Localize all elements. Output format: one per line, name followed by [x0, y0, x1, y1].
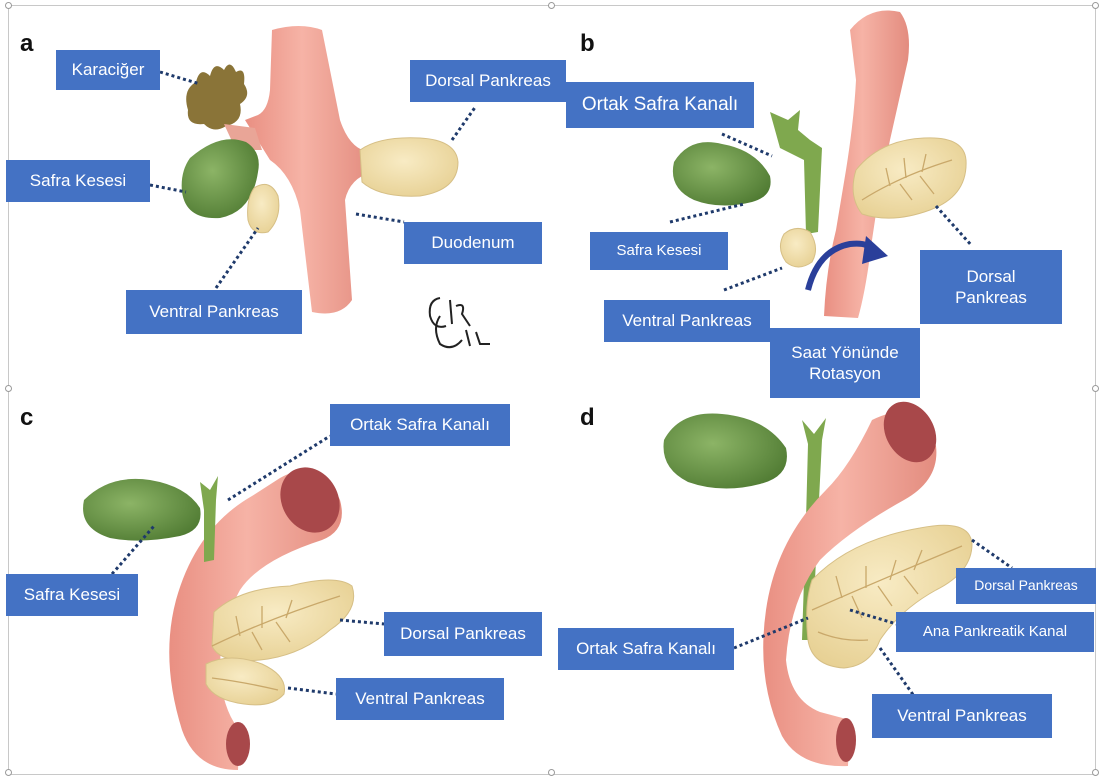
panel-a-dorsal-pancreas [360, 138, 458, 196]
label-b-ventral-pankreas: Ventral Pankreas [604, 300, 770, 342]
label-b-dorsal-line2: Pankreas [955, 287, 1027, 308]
label-c-ventral-pankreas: Ventral Pankreas [336, 678, 504, 720]
label-b-dorsal-line1: Dorsal [966, 266, 1015, 287]
panel-a-gallbladder [182, 139, 259, 218]
label-c-safra-kesesi: Safra Kesesi [6, 574, 138, 616]
panel-a-ventral-pancreas [248, 184, 279, 232]
panel-a-liver-bud [186, 64, 247, 129]
artist-signature [430, 298, 490, 347]
panel-d-gallbladder [664, 414, 787, 489]
panel-b-bile-duct [770, 110, 822, 234]
label-b-rotation-line2: Rotasyon [809, 363, 881, 384]
label-a-ventral-pankreas: Ventral Pankreas [126, 290, 302, 334]
panel-c-gallbladder [83, 479, 201, 541]
panel-a-duodenum [245, 26, 372, 314]
label-c-dorsal-pankreas: Dorsal Pankreas [384, 612, 542, 656]
label-d-ortak-safra-kanali: Ortak Safra Kanalı [558, 628, 734, 670]
label-b-saat-yonunde-rotasyon: Saat Yönünde Rotasyon [770, 328, 920, 398]
panel-b-ventral-pancreas [780, 228, 815, 267]
label-c-ortak-safra-kanali: Ortak Safra Kanalı [330, 404, 510, 446]
label-b-dorsal-pankreas: Dorsal Pankreas [920, 250, 1062, 324]
label-d-ana-pankreatik-kanal: Ana Pankreatik Kanal [896, 612, 1094, 652]
panel-b-gallbladder [673, 142, 771, 205]
panel-d-letter: d [580, 404, 595, 432]
label-b-safra-kesesi: Safra Kesesi [590, 232, 728, 270]
label-d-ventral-pankreas: Ventral Pankreas [872, 694, 1052, 738]
label-d-dorsal-pankreas: Dorsal Pankreas [956, 568, 1096, 604]
label-a-safra-kesesi: Safra Kesesi [6, 160, 150, 202]
panel-b-letter: b [580, 30, 595, 58]
panel-c-letter: c [20, 404, 33, 432]
panel-a-letter: a [20, 30, 33, 58]
label-b-ortak-safra-kanali: Ortak Safra Kanalı [566, 82, 754, 128]
label-a-dorsal-pankreas: Dorsal Pankreas [410, 60, 566, 102]
label-a-karaciger: Karaciğer [56, 50, 160, 90]
label-b-rotation-line1: Saat Yönünde [791, 342, 898, 363]
label-a-duodenum: Duodenum [404, 222, 542, 264]
